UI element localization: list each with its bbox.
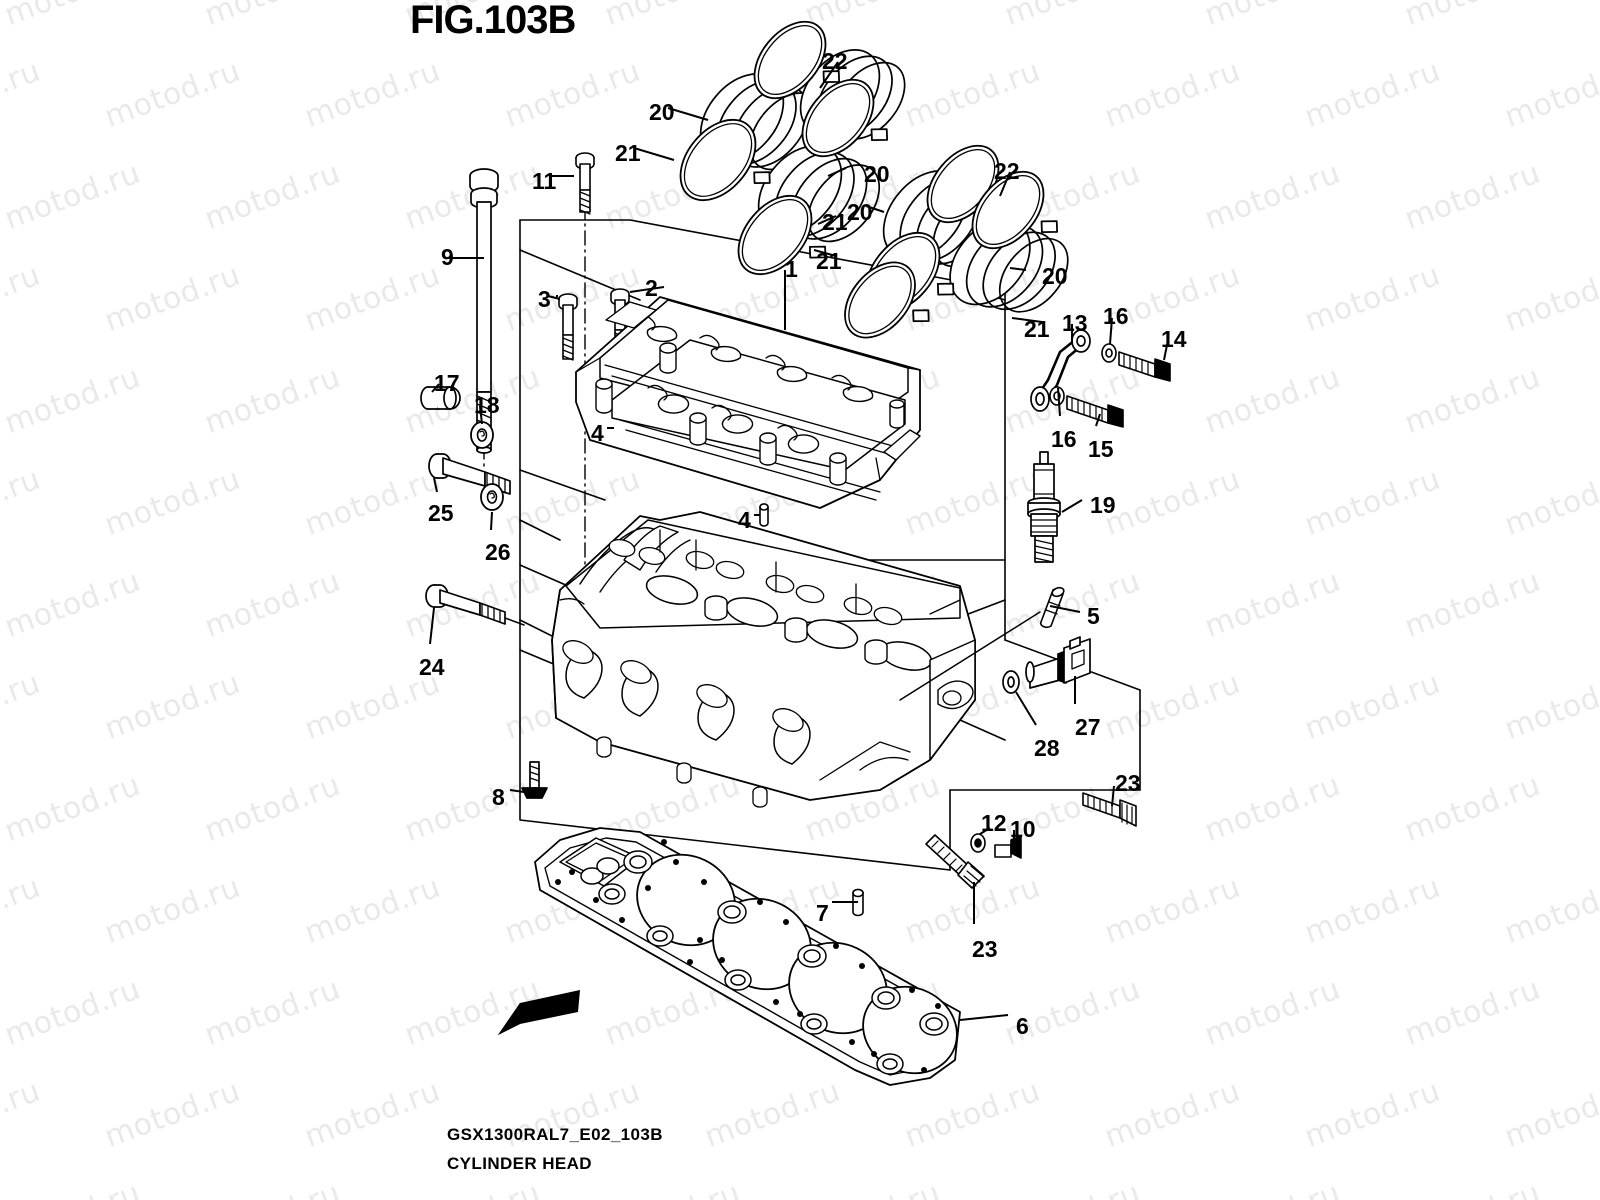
page-title: FIG.103B [410,0,576,42]
footer-name: CYLINDER HEAD [447,1154,592,1173]
footer-code: GSX1300RAL7_E02_103B [447,1125,663,1144]
footer: GSX1300RAL7_E02_103B CYLINDER HEAD [447,1125,663,1174]
